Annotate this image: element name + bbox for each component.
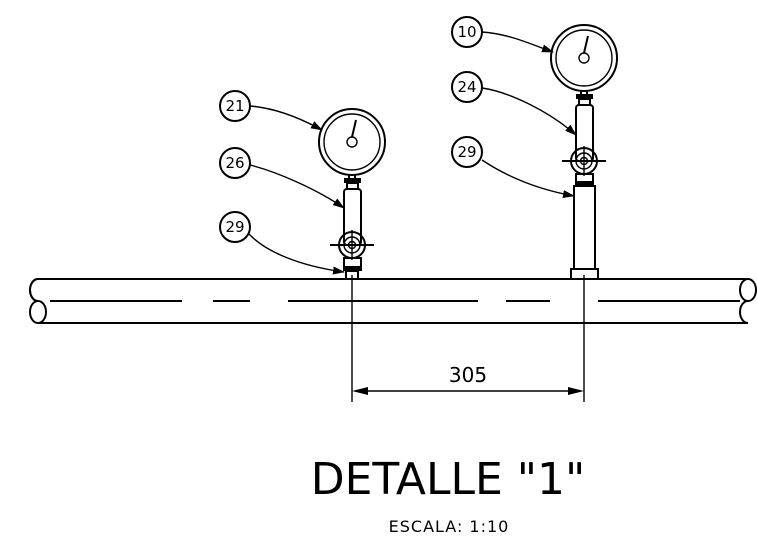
leader-26: [249, 164, 345, 209]
balloon-24: [451, 71, 483, 103]
balloon-26: [219, 147, 251, 179]
balloon-21-label: 21: [225, 97, 244, 115]
balloon-29-left-label: 29: [225, 218, 244, 236]
balloon-29-right-label: 29: [457, 143, 476, 161]
gauge-pivot-left: [346, 136, 358, 148]
left-gauge-assembly: [318, 108, 386, 280]
pressure-gauge-right-outer: [550, 24, 618, 92]
leader-29-left: [248, 233, 345, 275]
gauge-needle-right: [583, 35, 589, 54]
balloon-10-label: 10: [457, 23, 476, 41]
pipe: [29, 278, 757, 324]
balloon-callouts: 10 24 29 21 26 29: [219, 16, 577, 275]
pipe-nipple-right: [573, 185, 596, 270]
leader-21: [249, 105, 323, 131]
leader-10: [481, 31, 554, 53]
balloon-26-label: 26: [225, 154, 244, 172]
dimension-value: 305: [449, 363, 487, 387]
gauge-needle-left: [351, 119, 357, 138]
right-gauge-assembly: [550, 24, 618, 280]
pressure-gauge-right-inner: [555, 29, 613, 87]
pressure-gauge-left-outer: [318, 108, 386, 176]
balloon-29-right: [451, 136, 483, 168]
pressure-gauge-left-inner: [323, 113, 381, 171]
dimension-305: 305: [351, 275, 585, 402]
balloon-24-label: 24: [457, 78, 476, 96]
leader-29-right: [481, 159, 575, 198]
scale-label: ESCALA: 1:10: [389, 517, 510, 536]
leader-24: [481, 87, 577, 136]
balloon-29-left: [219, 211, 251, 243]
gauge-pivot-right: [578, 52, 590, 64]
detail-title: DETALLE "1": [311, 454, 586, 505]
